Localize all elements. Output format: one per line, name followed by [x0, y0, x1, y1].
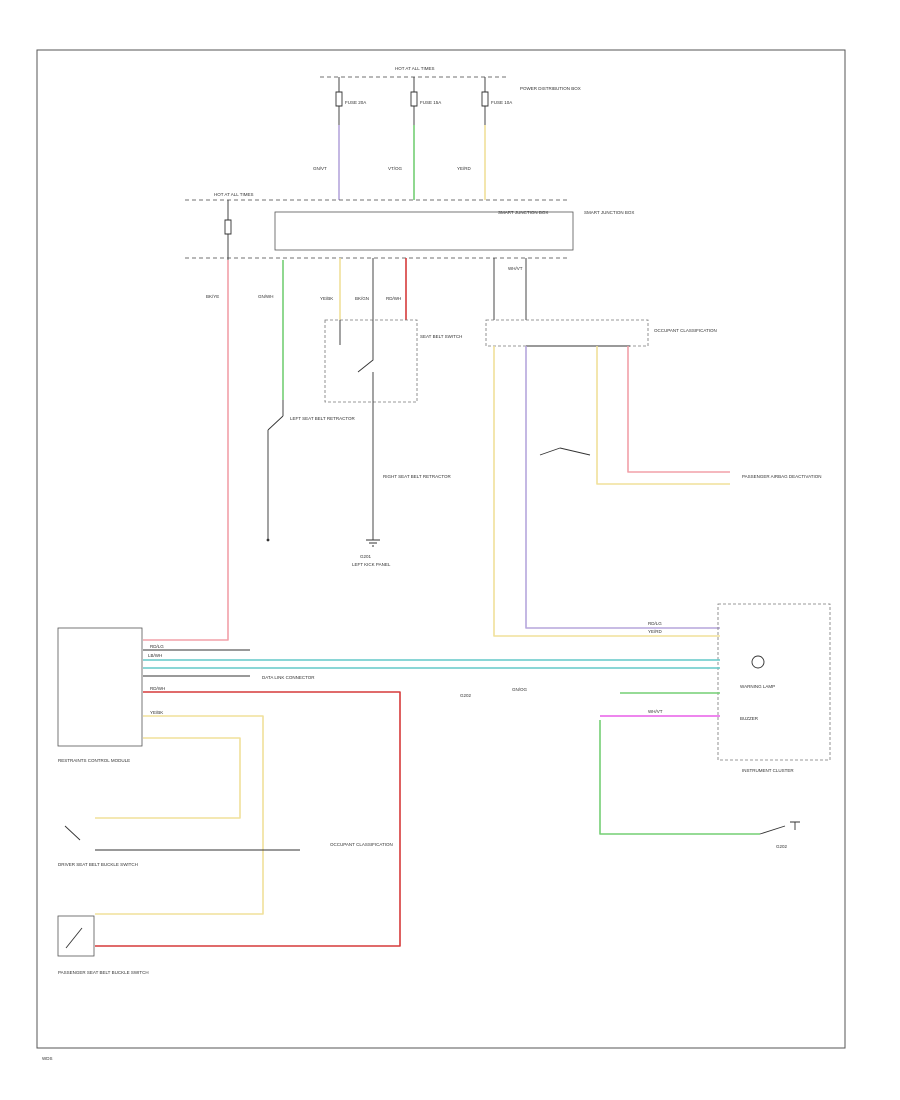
warning-lamp-label: WARNING LAMP [740, 684, 775, 689]
passenger-buckle-switch [57, 915, 95, 957]
fuse-label-c: FUSE 10A [491, 100, 512, 105]
footer-code: WDS [42, 1056, 53, 1061]
left-retractor-label: LEFT SEAT BELT RETRACTOR [290, 416, 356, 421]
wire-code-w8b: YE/BK [150, 710, 163, 715]
right-retractor-label: RIGHT SEAT BELT RETRACTOR [383, 474, 452, 479]
switch-icon [267, 400, 284, 540]
wire-pink-main [143, 260, 229, 641]
wire-code-w7: WH/VT [508, 266, 523, 271]
fuse-icon [224, 200, 232, 260]
power-distribution-box-label: POWER DISTRIBUTION BOX [520, 86, 581, 91]
wire-code-w6: GN/WH [258, 294, 274, 299]
fuse-label-b: FUSE 15A [420, 100, 441, 105]
seat-belt-switch-box [324, 319, 418, 403]
wire-yellow-pad [596, 346, 730, 485]
instrument-cluster-box [717, 603, 831, 761]
smart-junction-box [274, 211, 574, 251]
wire-code-w7b: WH/VT [648, 709, 663, 714]
warning-lamp-icon [751, 655, 765, 669]
wire-code-w12: BK/GN [355, 296, 369, 301]
fuse-label-a: FUSE 20A [345, 100, 366, 105]
wire-code-w10: LB/WH [148, 653, 162, 658]
wire-code-w11: RD/WH [386, 296, 401, 301]
fuse-icon: FUSE 15A [410, 77, 441, 125]
seat-belt-switch-label: SEAT BELT SWITCH [420, 334, 462, 339]
wire-yellow-loop-2 [95, 737, 241, 819]
wire-green-right [599, 720, 760, 835]
switch-icon [65, 927, 83, 949]
smart-junction-box-label: SMART JUNCTION BOX [584, 210, 634, 215]
sjb-tag: SMART JUNCTION BOX [498, 210, 548, 215]
g201-label: G201 [360, 554, 372, 559]
passenger-buckle-label: PASSENGER SEAT BELT BUCKLE SWITCH [58, 970, 149, 975]
switch-icon [339, 320, 374, 402]
wire-code-w11b: RD/WH [150, 686, 165, 691]
buzzer-label: BUZZER [740, 716, 759, 721]
hot-at-all-times-label: HOT AT ALL TIMES [395, 66, 435, 71]
wire-code-w4: VT/OG [388, 166, 403, 171]
wire-code-w3: YE/RD [457, 166, 472, 171]
occupant-classification-box [485, 319, 649, 347]
restraints-control-module [57, 627, 143, 747]
instrument-cluster-label: INSTRUMENT CLUSTER [742, 768, 794, 773]
wire-red-loop [95, 691, 401, 947]
wire-code-w2: GN/VT [313, 166, 327, 171]
occupant-lower-label: OCCUPANT CLASSIFICATION [330, 842, 393, 847]
wire-code-w5: RD/LG [648, 621, 662, 626]
left-kick-panel-label: LEFT KICK PANEL [352, 562, 391, 567]
switch-icon [539, 447, 591, 456]
rcm-label: RESTRAINTS CONTROL MODULE [58, 758, 130, 763]
data-link-connector-label: DATA LINK CONNECTOR [262, 675, 315, 680]
right-ground-label: G202 [776, 844, 788, 849]
wire-pink-pad [627, 346, 730, 473]
wire-code-w8: YE/BK [320, 296, 333, 301]
switch-icon [64, 825, 81, 841]
driver-buckle-label: DRIVER SEAT BELT BUCKLE SWITCH [58, 862, 138, 867]
fuse-icon: FUSE 20A [335, 77, 366, 125]
ground-icon [759, 821, 800, 835]
ground-icon [366, 539, 380, 547]
wire-yellow-to-cluster [493, 346, 720, 637]
wire-yellow-loop-1 [95, 715, 264, 915]
occupant-classification-label: OCCUPANT CLASSIFICATION [654, 328, 717, 333]
wire-violet-to-cluster [525, 346, 720, 629]
diagram-frame [36, 49, 846, 1049]
wire-code-w5b: RD/LG [150, 644, 164, 649]
wire-code-w1: BK/YE [206, 294, 219, 299]
fuse-icon: FUSE 10A [481, 77, 512, 125]
wire-code-w3b: YE/RD [648, 629, 663, 634]
wire-code-w9: GN/OG [512, 687, 528, 692]
g202-label: G202 [460, 693, 472, 698]
hot-bus-left-label: HOT AT ALL TIMES [214, 192, 254, 197]
pad-label: PASSENGER AIRBAG DEACTIVATION [742, 474, 822, 479]
